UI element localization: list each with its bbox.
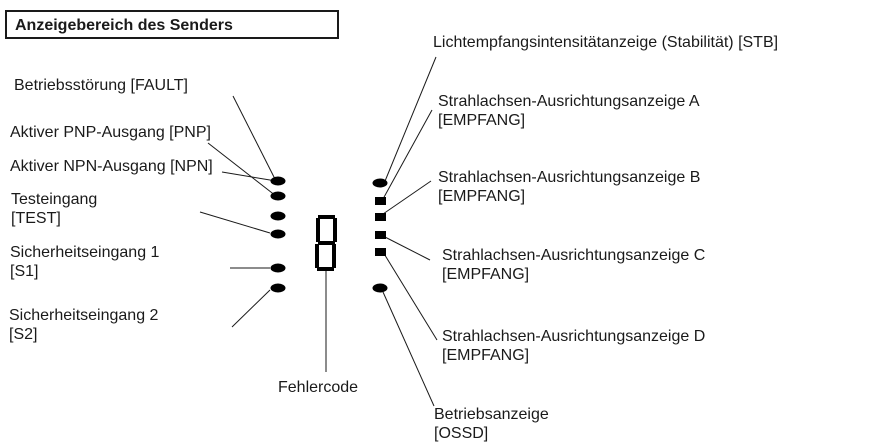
label-pnp: Aktiver PNP-Ausgang [PNP] — [10, 124, 211, 141]
leader-line-a — [382, 109, 433, 200]
led-test — [270, 229, 286, 239]
segment-lower-left — [315, 244, 319, 268]
led-pnp — [270, 191, 286, 201]
label-ossd: Betriebsanzeige[OSSD] — [434, 406, 549, 442]
label-axis-b: Strahlachsen-Ausrichtungsanzeige B[EMPFA… — [438, 169, 701, 205]
led-c — [375, 231, 386, 239]
label-test: Testeingang[TEST] — [11, 191, 98, 227]
led-npn — [270, 211, 286, 221]
diagram-title-box: Anzeigebereich des Senders — [5, 10, 339, 39]
segment-upper-right — [333, 218, 337, 242]
label-fault: Betriebsstörung [FAULT] — [14, 77, 188, 94]
label-axis-d: Strahlachsen-Ausrichtungsanzeige D[EMPFA… — [442, 328, 706, 364]
segment-lower-right — [332, 244, 336, 268]
leader-line-s2 — [231, 289, 271, 328]
led-ossd — [372, 283, 388, 293]
seven-segment-digit — [315, 215, 337, 271]
segment-upper-left — [316, 218, 320, 242]
led-a — [375, 197, 386, 205]
leader-line-ossd — [382, 291, 435, 407]
label-stb: Lichtempfangsintensitätanzeige (Stabilit… — [433, 34, 779, 51]
leader-line-b — [382, 180, 432, 215]
diagram-title: Anzeigebereich des Senders — [15, 17, 233, 34]
label-s2: Sicherheitseingang 2[S2] — [9, 307, 159, 343]
segment-top — [318, 215, 335, 219]
leader-line-test — [199, 211, 271, 234]
led-b — [375, 213, 386, 221]
leader-line-stb — [382, 56, 437, 187]
leader-line-fault — [232, 95, 277, 182]
label-error-code: Fehlercode — [278, 379, 359, 396]
segment-bottom — [317, 267, 334, 271]
leader-line-pnp — [207, 142, 277, 197]
led-d — [375, 248, 386, 256]
led-s1 — [270, 263, 286, 273]
label-npn: Aktiver NPN-Ausgang [NPN] — [10, 158, 213, 175]
label-axis-a: Strahlachsen-Ausrichtungsanzeige A[EMPFA… — [438, 93, 700, 129]
leader-line-d — [382, 251, 438, 341]
leader-line-npn — [221, 171, 277, 182]
led-stb — [372, 178, 388, 188]
leader-line-c — [382, 235, 431, 261]
label-axis-c: Strahlachsen-Ausrichtungsanzeige C[EMPFA… — [442, 247, 706, 283]
segment-middle — [318, 241, 335, 245]
label-s1: Sicherheitseingang 1[S1] — [10, 244, 160, 280]
led-fault — [270, 176, 286, 186]
led-s2 — [270, 283, 286, 293]
